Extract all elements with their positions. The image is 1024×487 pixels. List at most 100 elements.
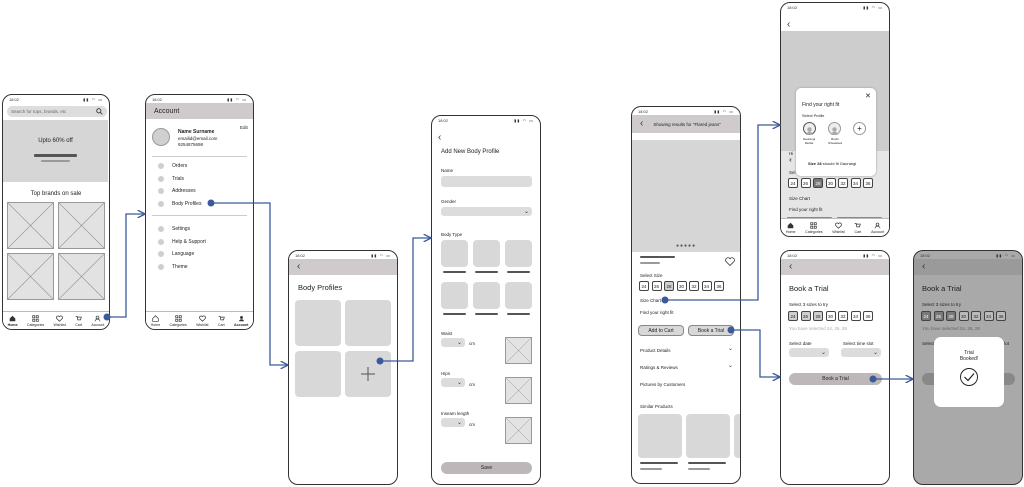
size-option-selected[interactable]: 28 [664,281,674,291]
chevron-down-icon[interactable]: ⌄ [728,363,734,369]
similar-product-card[interactable] [686,414,730,458]
tab-home[interactable]: Home [786,222,795,234]
wishlist-heart-icon[interactable] [725,257,735,266]
tab-home[interactable]: Home [8,315,18,327]
section-customer-pictures[interactable]: Pictures by Customers [640,382,686,387]
body-type-option[interactable] [473,240,500,267]
tab-cart[interactable]: Cart [75,315,82,327]
back-icon[interactable]: ‹ [640,118,644,129]
body-type-option[interactable] [473,282,500,309]
brand-tile[interactable] [7,202,54,249]
back-icon[interactable]: ‹ [438,132,442,143]
size-option[interactable]: 32 [838,178,848,188]
tab-account[interactable]: Account [91,315,104,327]
brand-tile[interactable] [7,253,54,300]
back-icon[interactable]: ‹ [787,19,791,30]
profile-card[interactable] [295,351,341,397]
add-profile-button[interactable]: + [853,122,866,135]
back-icon[interactable]: ‹ [297,261,301,272]
size-option[interactable]: 24 [639,281,649,291]
date-select[interactable]: ⌄ [789,348,829,357]
name-input[interactable] [441,176,532,187]
size-option-selected[interactable]: 28 [813,178,823,188]
tab-account[interactable]: Account [871,222,884,234]
back-icon[interactable]: ‹ [922,261,926,272]
search-icon[interactable] [96,108,103,115]
size-option-selected[interactable]: 24 [788,311,798,321]
section-ratings[interactable]: Ratings & Reviews [640,365,678,370]
size-option[interactable]: 34 [701,281,712,291]
size-option[interactable]: 36 [863,311,873,321]
waist-select[interactable]: ⌄ [441,338,465,347]
menu-item-orders[interactable]: Orders [158,163,187,169]
option-label-line [443,271,466,273]
size-option[interactable]: 34 [850,178,861,188]
option-label-line [475,271,498,273]
body-type-option[interactable] [505,282,532,309]
tab-account[interactable]: Account [234,315,248,327]
menu-item-trials[interactable]: Trials [158,176,184,182]
search-bar[interactable]: Search for tops, brands, etc [7,106,107,117]
size-option[interactable]: 26 [800,178,811,188]
similar-product-card[interactable] [638,414,682,458]
tab-label: Cart [217,322,225,327]
tab-categories[interactable]: Categories [805,221,823,234]
book-trial-button[interactable]: Book a Trial [688,325,734,336]
hips-select[interactable]: ⌄ [441,378,465,387]
size-chart-link[interactable]: Size Chart [640,298,662,303]
size-option[interactable]: 32 [838,311,848,321]
tab-cart[interactable]: Cart [854,222,861,234]
size-option[interactable]: 30 [825,311,836,321]
tab-wishlist[interactable]: Wishlist [53,315,66,327]
close-icon[interactable]: ✕ [865,93,871,100]
body-type-option[interactable] [505,240,532,267]
tab-categories[interactable]: Categories [169,314,187,327]
tab-home[interactable]: Home [151,314,160,327]
time-select[interactable]: ⌄ [841,348,881,357]
profile-card[interactable] [295,300,341,346]
menu-item-help[interactable]: Help & Support [158,239,206,245]
tab-wishlist[interactable]: Wishlist [832,222,845,234]
body-type-option[interactable] [441,282,468,309]
chevron-down-icon[interactable]: ⌄ [728,346,734,352]
size-option[interactable]: 26 [651,281,662,291]
profile-avatar[interactable] [828,122,841,135]
gender-select[interactable]: ⌄ [441,207,532,216]
size-option[interactable]: 32 [689,281,699,291]
find-fit-link[interactable]: Find your right fit [640,310,674,315]
size-option[interactable]: 34 [850,311,861,321]
menu-item-settings[interactable]: Settings [158,226,190,232]
menu-item-theme[interactable]: Theme [158,264,188,270]
find-fit-link[interactable]: Find your right fit [789,207,823,212]
tab-categories[interactable]: Categories [27,314,44,327]
tab-cart[interactable]: Cart [218,315,225,327]
size-option-selected[interactable]: 28 [813,311,823,321]
edit-link[interactable]: Edit [240,125,248,130]
profile-card[interactable] [345,300,391,346]
save-button[interactable]: Save [441,462,532,474]
similar-product-card[interactable] [734,414,740,458]
book-trial-submit-button[interactable]: Book a Trial [789,373,882,385]
back-icon[interactable]: ‹ [789,261,793,272]
size-option[interactable]: 30 [676,281,687,291]
size-option[interactable]: 36 [714,281,724,291]
inseam-select[interactable]: ⌄ [441,418,465,427]
brand-tile[interactable] [58,253,105,300]
tab-wishlist[interactable]: Wishlist [196,315,209,327]
add-to-cart-button[interactable]: Add to Cart [638,325,684,336]
menu-item-language[interactable]: Language [158,251,194,257]
size-option-selected[interactable]: 26 [800,311,811,321]
profile-avatar[interactable] [803,122,816,135]
add-profile-button[interactable] [345,351,391,397]
body-type-option[interactable] [441,240,468,267]
size-option[interactable]: 36 [863,178,873,188]
product-image[interactable]: ●●●●● [632,140,740,252]
section-product-details[interactable]: Product Details [640,348,671,353]
size-chart-link[interactable]: Size Chart [789,196,811,201]
brand-tile[interactable] [58,202,105,249]
promo-banner[interactable]: Upto 60% off [3,120,108,182]
size-option[interactable]: 30 [825,178,836,188]
menu-item-addresses[interactable]: Addresses [158,188,196,194]
size-option[interactable]: 24 [788,178,798,188]
menu-item-body-profiles[interactable]: Body Profiles [158,201,201,207]
